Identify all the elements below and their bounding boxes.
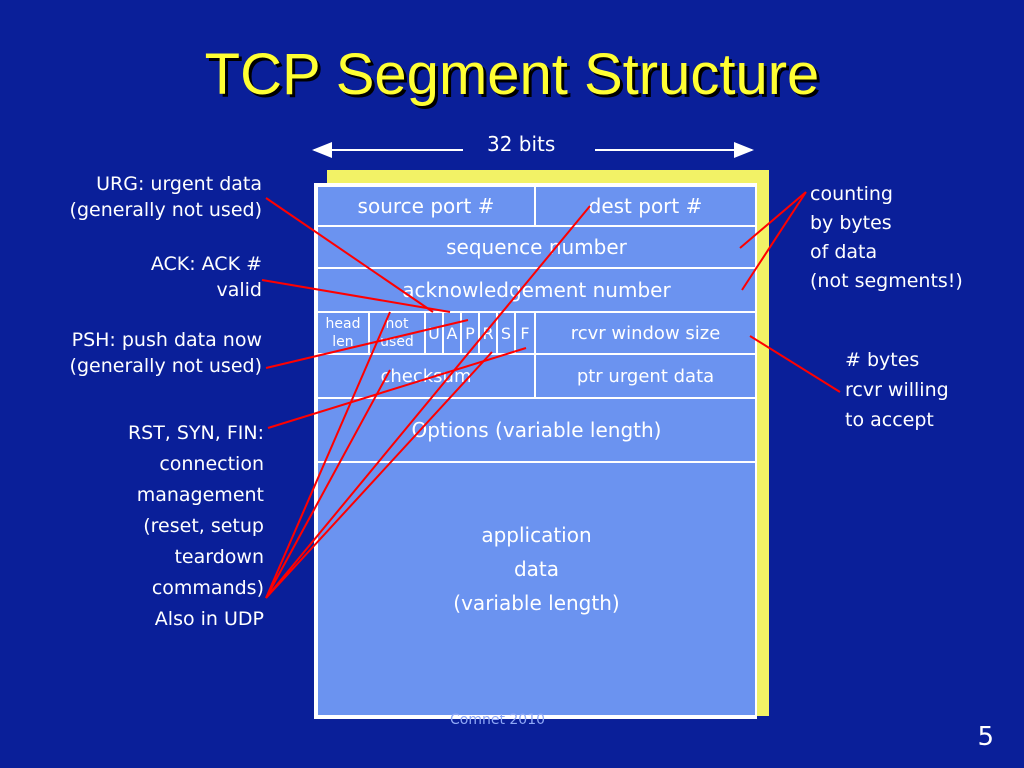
app-data-line-1: application xyxy=(481,523,592,547)
urg-annotation: URG: urgent data (generally not used) xyxy=(20,171,262,223)
udp-pointer-2 xyxy=(265,369,391,599)
rcvr-window-field: rcvr window size xyxy=(534,311,757,355)
urgent-ptr-field: ptr urgent data xyxy=(534,353,757,399)
window-line-2: rcvr willing xyxy=(845,379,949,401)
psh-line-2: (generally not used) xyxy=(69,355,262,377)
window-line-3: to accept xyxy=(845,409,934,431)
ack-line-2: valid xyxy=(216,279,262,301)
rst-annotation: RST, SYN, FIN: connection management (re… xyxy=(20,418,264,635)
counting-pointer-2 xyxy=(741,191,807,291)
rst-line-6: commands) xyxy=(151,577,264,599)
not-used-field: not used xyxy=(368,311,426,355)
counting-pointer-1 xyxy=(739,191,807,249)
udp-pointer-3 xyxy=(265,351,493,599)
counting-line-3: of data xyxy=(810,241,878,263)
ack-line-1: ACK: ACK # xyxy=(150,253,262,275)
counting-line-4: (not segments!) xyxy=(810,270,963,292)
udp-pointer-1 xyxy=(265,311,391,599)
slide-title: TCP Segment Structure xyxy=(204,42,820,107)
app-data-field: application data (variable length) xyxy=(316,461,757,717)
app-data-line-2: data xyxy=(513,557,560,581)
counting-annotation: counting by bytes of data (not segments!… xyxy=(810,180,963,296)
rst-pointer xyxy=(267,347,527,429)
footer-text: Comnet 2010 xyxy=(450,712,546,728)
counting-line-1: counting xyxy=(810,183,893,205)
options-field: Options (variable length) xyxy=(316,397,757,463)
rst-line-1: RST, SYN, FIN: xyxy=(127,422,264,444)
counting-line-2: by bytes xyxy=(810,212,892,234)
psh-pointer xyxy=(265,319,469,369)
psh-line-1: PSH: push data now xyxy=(71,329,262,351)
source-port-field: source port # xyxy=(316,185,536,227)
urg-pointer xyxy=(265,197,434,313)
app-data-line-3: (variable length) xyxy=(453,591,620,615)
udp-pointer-4 xyxy=(265,205,591,599)
page-number: 5 xyxy=(977,722,994,752)
ack-number-field: acknowledgement number xyxy=(316,267,757,313)
rst-line-3: management xyxy=(136,484,264,506)
psh-annotation: PSH: push data now (generally not used) xyxy=(10,327,262,379)
sequence-number-field: sequence number xyxy=(316,225,757,269)
urg-line-1: URG: urgent data xyxy=(96,173,262,195)
width-label: 32 bits xyxy=(487,132,556,156)
ack-pointer xyxy=(261,279,451,313)
window-line-1: # bytes xyxy=(845,349,920,371)
window-annotation: # bytes rcvr willing to accept xyxy=(845,345,949,435)
rst-line-5: teardown xyxy=(174,546,264,568)
rst-line-4: (reset, setup xyxy=(143,515,264,537)
window-pointer xyxy=(749,335,841,393)
ack-annotation: ACK: ACK # valid xyxy=(20,251,262,303)
udp-note: Also in UDP xyxy=(154,608,264,630)
urg-line-2: (generally not used) xyxy=(69,199,262,221)
head-len-field: head len xyxy=(316,311,370,355)
rst-line-2: connection xyxy=(159,453,264,475)
